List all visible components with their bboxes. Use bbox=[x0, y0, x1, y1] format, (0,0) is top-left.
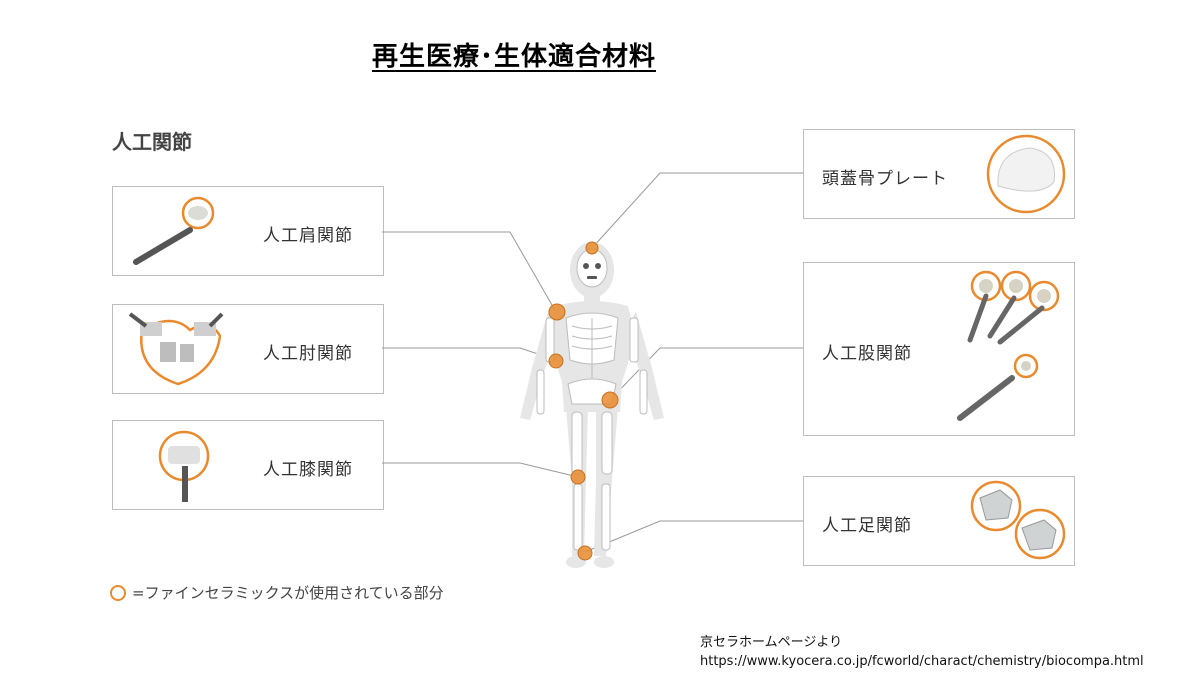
ceramic-markers bbox=[548, 241, 619, 561]
elbow-label: 人工肘関節 bbox=[263, 344, 353, 364]
source-line-1: 京セラホームページより bbox=[700, 635, 843, 650]
legend: =ファインセラミックスが使用されている部分 bbox=[110, 582, 444, 603]
skull-label: 頭蓋骨プレート bbox=[822, 169, 948, 189]
source-citation: 京セラホームページより https://www.kyocera.co.jp/fc… bbox=[700, 633, 1144, 671]
connector-hip bbox=[609, 347, 803, 401]
skeleton-figure bbox=[520, 241, 664, 568]
ankle-implant-icon bbox=[970, 480, 1066, 560]
shoulder-implant-icon bbox=[133, 196, 215, 265]
shoulder-box: 人工肩関節 bbox=[112, 186, 384, 276]
hip-implant-icon bbox=[957, 270, 1060, 421]
legend-text: =ファインセラミックスが使用されている部分 bbox=[132, 584, 444, 602]
connector-knee bbox=[382, 462, 579, 478]
ceramic-marker-icon bbox=[110, 584, 126, 601]
connector-ankle bbox=[584, 520, 803, 553]
connector-shoulder bbox=[382, 231, 557, 313]
hip-label: 人工股関節 bbox=[822, 344, 912, 364]
section-label: 人工関節 bbox=[112, 130, 192, 154]
connector-skull bbox=[591, 172, 803, 249]
knee-label: 人工膝関節 bbox=[263, 460, 353, 480]
elbow-implant-icon bbox=[128, 312, 224, 386]
skull-plate-icon bbox=[986, 134, 1066, 214]
knee-box: 人工膝関節 bbox=[112, 420, 384, 510]
knee-implant-icon bbox=[158, 430, 210, 502]
source-url: https://www.kyocera.co.jp/fcworld/charac… bbox=[700, 654, 1144, 669]
page-title: 再生医療･生体適合材料 bbox=[372, 42, 657, 72]
connector-elbow bbox=[382, 347, 557, 361]
ankle-label: 人工足関節 bbox=[822, 516, 912, 536]
shoulder-label: 人工肩関節 bbox=[263, 226, 353, 246]
